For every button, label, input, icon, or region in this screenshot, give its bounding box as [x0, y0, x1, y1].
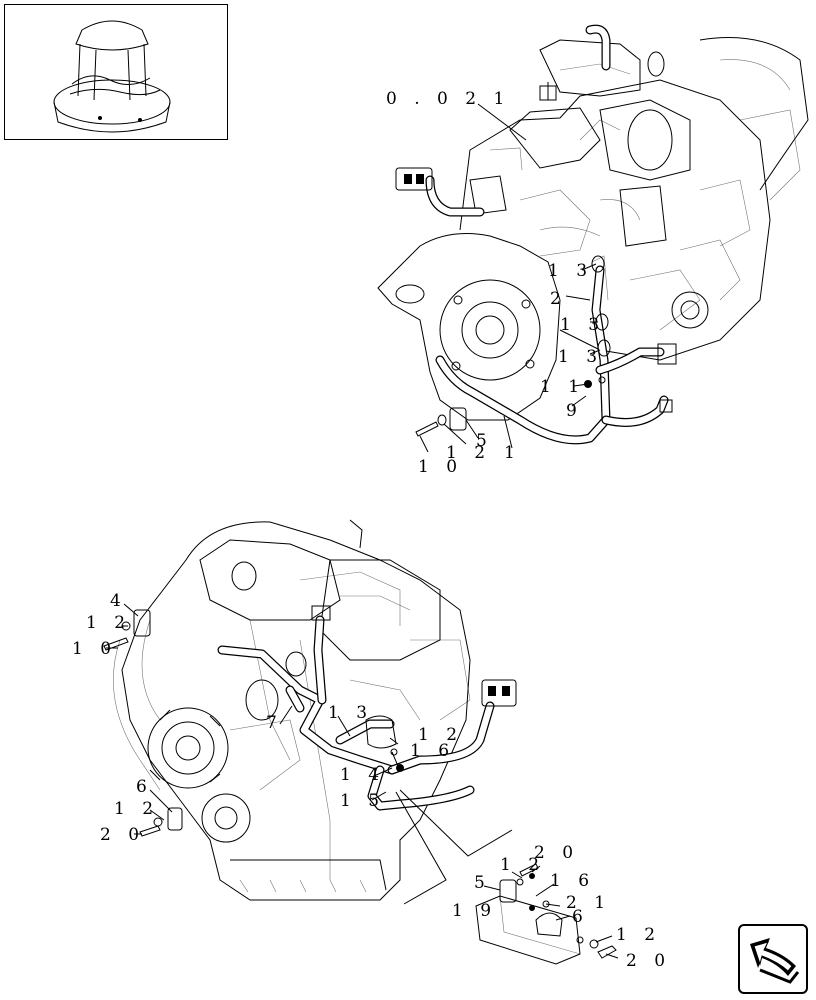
callout-12b: 1 2 — [418, 725, 463, 745]
callout-detail-16: 1 6 — [550, 871, 595, 891]
bracket-detail — [475, 863, 619, 965]
callout-2: 2 — [550, 289, 567, 309]
callout-detail-6: 6 — [572, 907, 589, 927]
callout-12a: 1 2 — [86, 613, 131, 633]
engine-top-view — [377, 24, 809, 453]
callout-16a: 1 6 — [410, 741, 455, 761]
callout-detail-19: 1 9 — [452, 901, 497, 921]
callout-15: 1 5 — [340, 791, 385, 811]
callouts-detail: 1 2 2 0 5 1 6 2 1 1 9 6 1 2 2 0 — [452, 843, 671, 971]
callouts-bottom: 4 1 2 1 0 7 1 3 1 2 1 6 1 4 1 5 6 1 2 2 … — [72, 591, 463, 845]
callout-14: 1 4 — [340, 765, 385, 785]
callout-detail-12: 1 2 — [500, 855, 545, 875]
callout-detail-5: 5 — [474, 873, 491, 893]
next-page-button[interactable] — [738, 924, 808, 994]
callout-detail-21: 2 1 — [566, 893, 611, 913]
callout-11: 1 1 — [540, 377, 585, 397]
callout-detail-20b: 2 0 — [626, 951, 671, 971]
callout-7: 7 — [266, 713, 283, 733]
next-page-arrow-icon — [750, 938, 800, 984]
callout-13c: 1 3 — [558, 347, 603, 367]
callout-4: 4 — [110, 591, 127, 611]
callout-12c: 1 2 — [114, 799, 159, 819]
callout-13a: 1 3 — [548, 261, 593, 281]
callout-13d: 1 3 — [328, 703, 373, 723]
callout-1: 1 — [504, 443, 521, 463]
callout-10b: 1 0 — [72, 639, 117, 659]
callout-detail-20: 2 0 — [534, 843, 579, 863]
callout-12: 1 2 — [446, 443, 491, 463]
callout-detail-12b: 1 2 — [616, 925, 661, 945]
callout-5: 5 — [476, 431, 493, 451]
machine-thumbnail — [4, 4, 228, 140]
callout-20a: 2 0 — [100, 825, 145, 845]
callout-10: 1 0 — [418, 457, 463, 477]
callouts-top: 0 . 0 2 1 1 3 2 1 3 1 3 1 1 9 5 1 0 1 2 … — [386, 89, 605, 477]
callout-9: 9 — [566, 401, 583, 421]
callout-13b: 1 3 — [560, 315, 605, 335]
callout-ref-0021: 0 . 0 2 1 — [386, 89, 510, 109]
engine-bottom-view — [103, 519, 517, 905]
callout-6: 6 — [136, 777, 153, 797]
